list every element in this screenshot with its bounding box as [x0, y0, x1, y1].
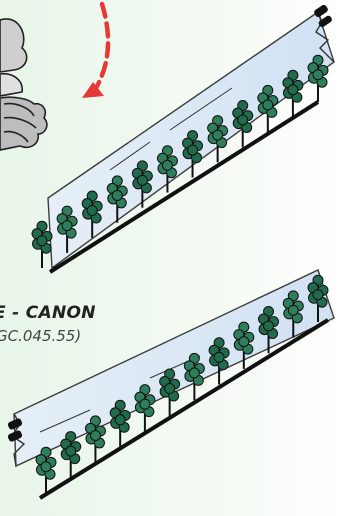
tree-icon — [32, 221, 52, 268]
caption-title: E - CANON — [0, 303, 96, 323]
caption-code: GC.045.55) — [0, 327, 81, 345]
rotate-arrow-icon — [82, 4, 108, 98]
hand-icon — [0, 19, 47, 150]
